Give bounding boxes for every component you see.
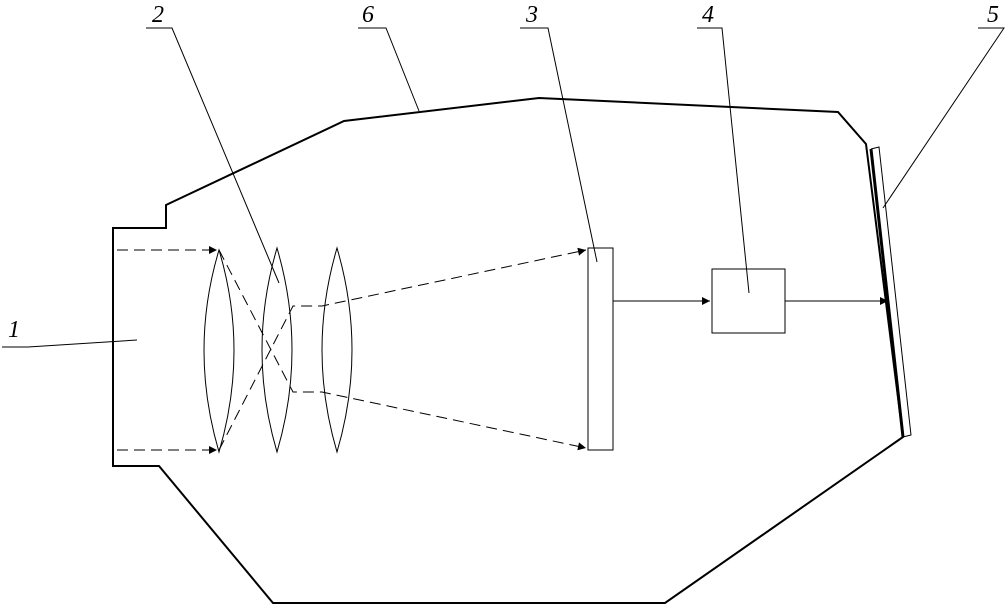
crossing-ray-1 [218, 249, 587, 451]
label-2: 2 [152, 2, 164, 28]
leader-line-4 [697, 27, 750, 294]
processing-box [711, 268, 786, 334]
lens-1 [203, 248, 235, 454]
label-1: 1 [8, 317, 20, 343]
detector-plate [587, 247, 614, 451]
crossing-ray-2 [218, 247, 587, 451]
leader-line-2 [146, 27, 280, 284]
leader-line-1 [2, 339, 138, 348]
screen-thick-line [869, 148, 905, 438]
label-5: 5 [987, 2, 999, 28]
leader-line-6 [358, 27, 420, 112]
label-3: 3 [525, 2, 538, 28]
label-6: 6 [362, 2, 374, 28]
leader-line-3 [520, 27, 598, 263]
label-4: 4 [702, 2, 714, 28]
housing-outline [112, 96, 905, 604]
leader-line-5 [882, 27, 1005, 209]
screen-thin-outline [870, 146, 912, 438]
lens-3 [321, 246, 353, 454]
